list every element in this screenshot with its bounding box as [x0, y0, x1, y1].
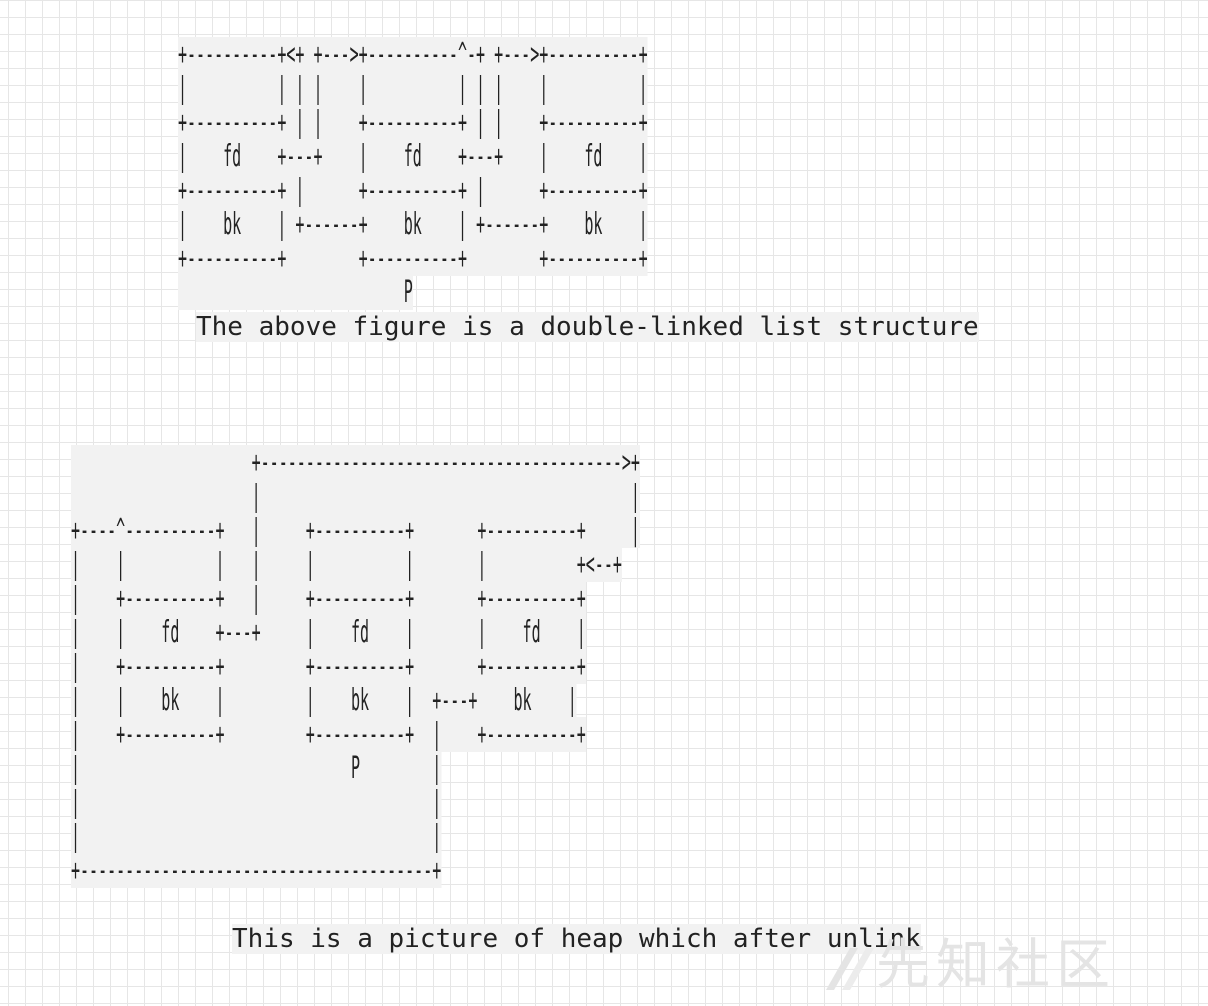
bottom-figure-line: | +----------+ | +----------+ +---------…: [71, 581, 586, 616]
bottom-figure-caption: This is a picture of heap which after un…: [232, 924, 921, 954]
bottom-figure-line: | |: [71, 819, 442, 854]
watermark: 先知社区: [820, 920, 1116, 999]
top-figure-line: +----------+ | | +----------+ | | +-----…: [178, 105, 648, 140]
top-figure-line: P: [178, 275, 413, 310]
top-figure-line: +----------+ +----------+ +----------+: [178, 241, 648, 276]
bottom-figure-line: | |: [71, 479, 640, 514]
bottom-figure-line: | | fd +---+ | fd | | fd |: [71, 615, 586, 650]
bottom-figure-line: +---------------------------------------…: [71, 445, 640, 480]
top-figure-line: | fd +---+ | fd +---+ | fd |: [178, 139, 648, 174]
top-figure-caption: The above figure is a double-linked list…: [196, 312, 979, 342]
bottom-figure-line: | |: [71, 785, 442, 820]
bottom-figure-line: | | bk | | bk | +---+ bk |: [71, 683, 577, 718]
top-figure-line: | | | | | | | | | |: [178, 71, 648, 106]
top-figure-line: | bk | +------+ bk | +------+ bk |: [178, 207, 648, 242]
bottom-figure-line: +---------------------------------------…: [71, 853, 442, 888]
top-figure-line: +----------+ | +----------+ | +---------…: [178, 173, 648, 208]
double-linked-list-figure: +----------+<+ +--->+----------^-+ +--->…: [178, 37, 648, 310]
top-figure-line: +----------+<+ +--->+----------^-+ +--->…: [178, 37, 648, 72]
bottom-figure-line: | +----------+ +----------+ +----------+: [71, 649, 586, 684]
watermark-logo-icon: [826, 948, 874, 991]
bottom-figure-line: | | | | | | | +<--+: [71, 547, 622, 582]
bottom-figure-line: | P |: [71, 751, 442, 786]
heap-after-unlink-figure: +---------------------------------------…: [71, 445, 640, 888]
bottom-figure-line: +----^----------+ | +----------+ +------…: [71, 513, 640, 548]
bottom-figure-line: | +----------+ +----------+ | +---------…: [71, 717, 586, 752]
